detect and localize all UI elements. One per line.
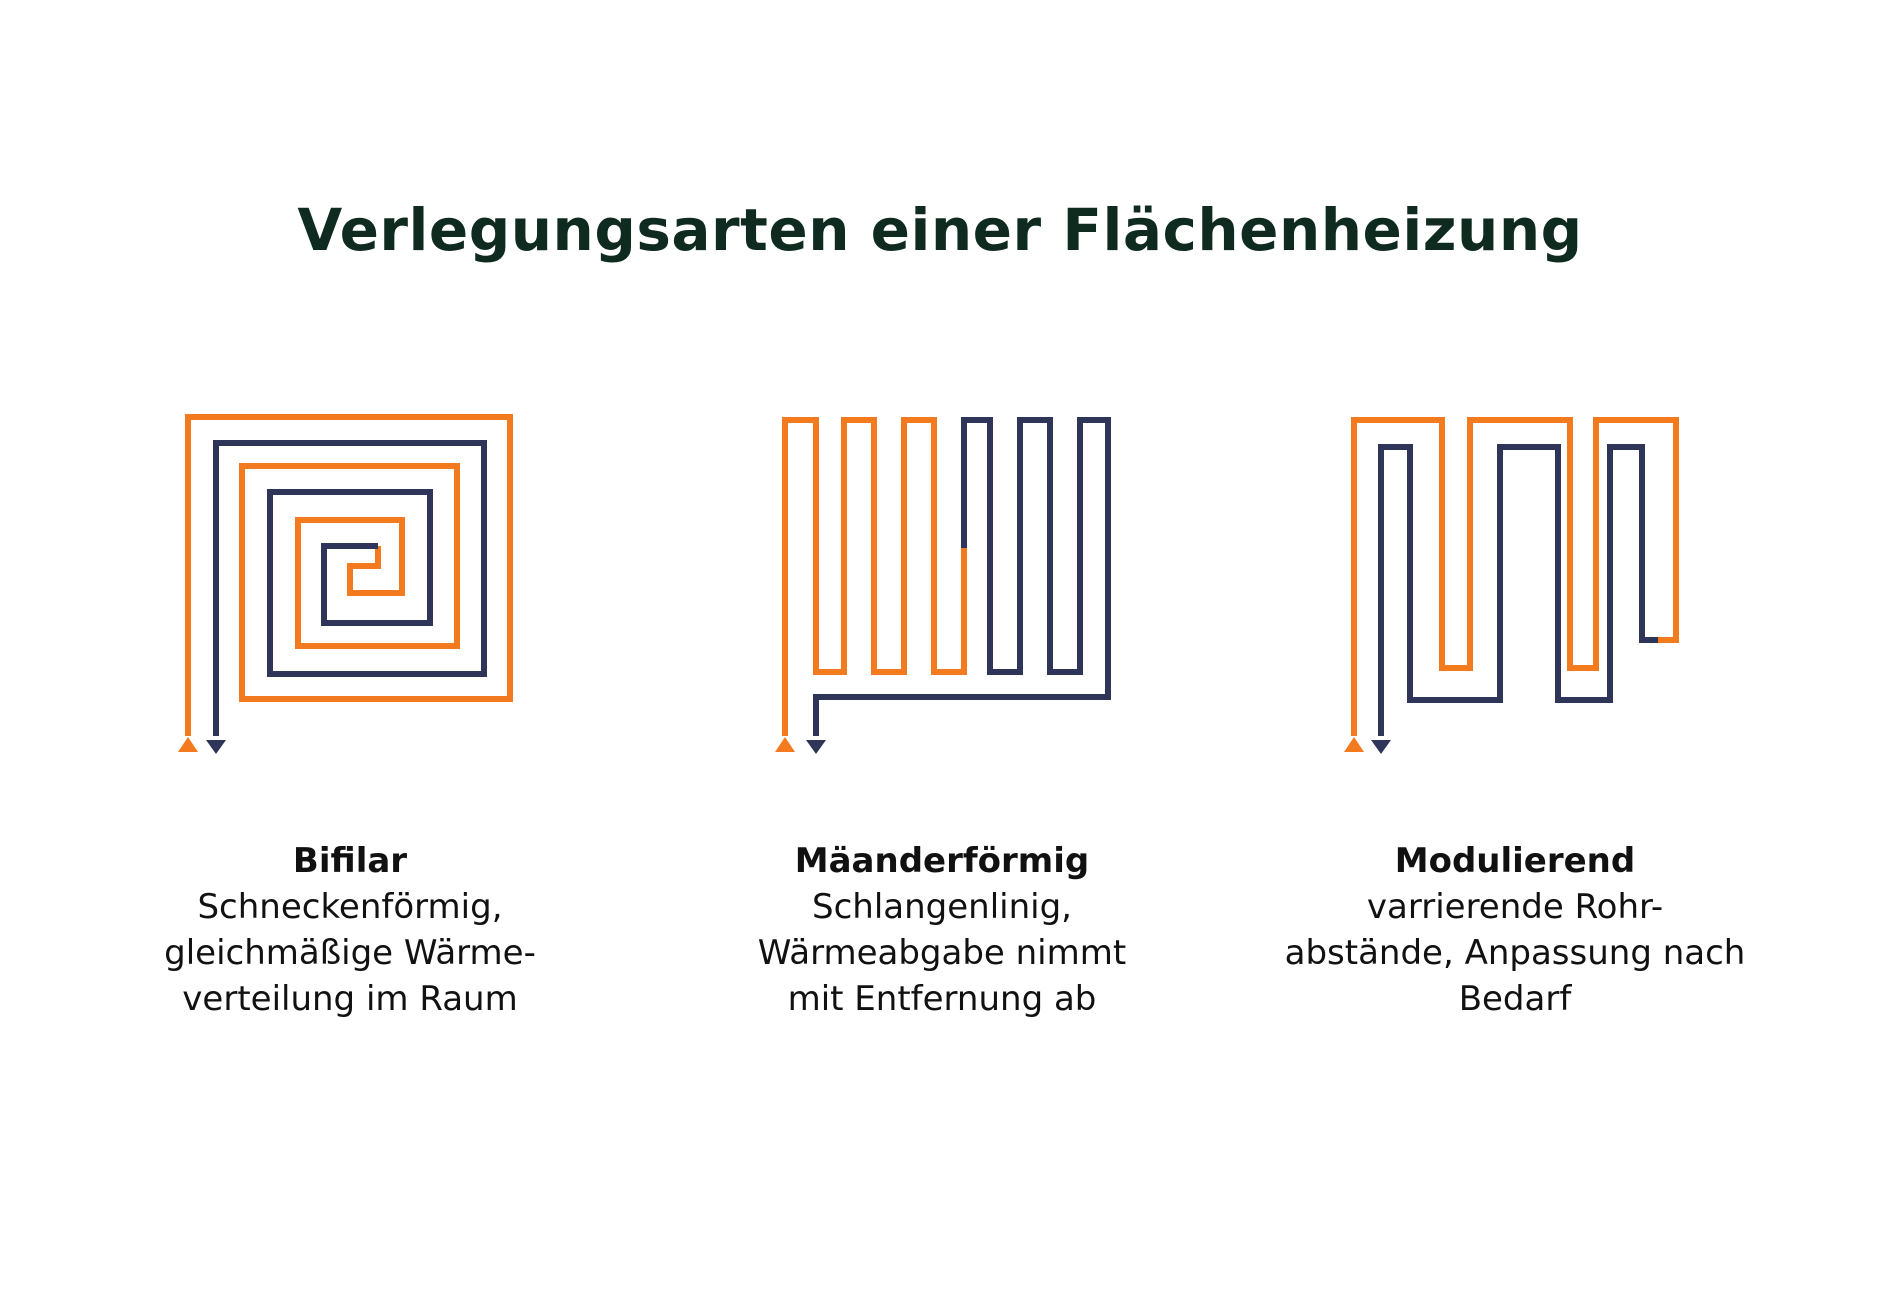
modulating-diagram [1344,417,1679,754]
caption-heading: Bifilar [292,841,408,881]
caption-modulating: Modulierend varrierende Rohr- abstände, … [1235,838,1795,1022]
supply-arrow-up-icon [775,737,795,752]
meander-return-pipe [813,417,1111,736]
caption-description: Schneckenförmig, gleichmäßige Wärme- ver… [164,887,536,1019]
return-arrow-down-icon [206,740,226,754]
caption-meander: Mäanderförmig Schlangenlinig, Wärmeabgab… [662,838,1222,1022]
bifilar-supply-pipe [185,414,513,736]
meander-supply-pipe [782,417,967,736]
caption-description: varrierende Rohr- abstände, Anpassung na… [1284,887,1746,1019]
return-arrow-down-icon [1371,740,1391,754]
modulating-supply-pipe [1351,417,1679,736]
return-arrow-down-icon [806,740,826,754]
meander-diagram [775,417,1111,754]
caption-heading: Mäanderförmig [794,841,1090,881]
bifilar-diagram [178,414,513,754]
caption-description: Schlangenlinig, Wärmeabgabe nimmt mit En… [757,887,1127,1019]
modulating-return-pipe [1378,444,1658,736]
bifilar-return-pipe [213,440,487,736]
caption-bifilar: Bifilar Schneckenförmig, gleichmäßige Wä… [70,838,630,1022]
supply-arrow-up-icon [1344,737,1364,752]
supply-arrow-up-icon [178,737,198,752]
page-title: Verlegungsarten einer Flächenheizung [297,196,1583,264]
caption-heading: Modulierend [1394,841,1636,881]
